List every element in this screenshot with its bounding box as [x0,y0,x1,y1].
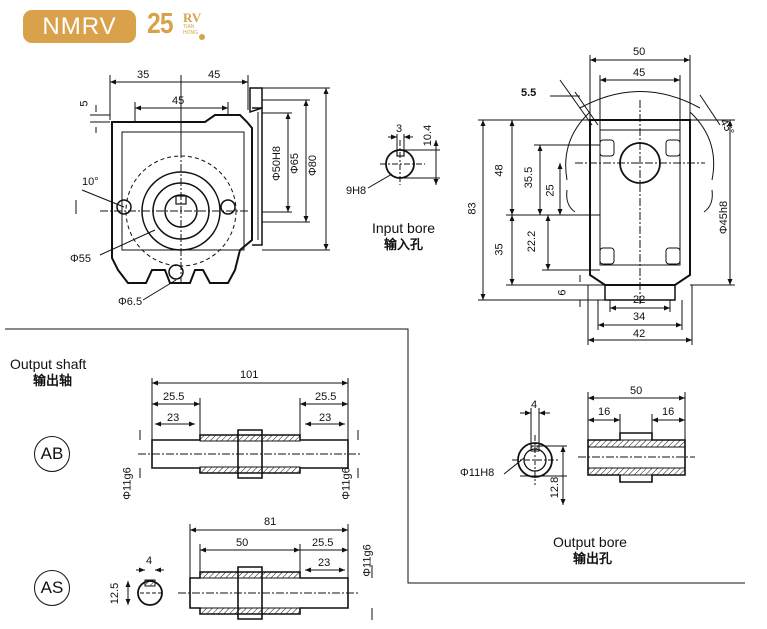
dim-label: 25.5 [163,391,185,403]
dim-label: 34 [633,311,646,323]
output-shaft-title-cn: 输出轴 [33,373,73,388]
output-shaft-ab-drawing [138,378,360,479]
dim-label: 25.5 [312,537,334,549]
input-bore-drawing [367,134,440,189]
dim-label: 45 [172,95,185,107]
dim-label: 12.8 [549,476,562,499]
dim-label: 23 [167,412,180,424]
dim-label: 83 [466,202,479,215]
logo-suffix: RV [183,10,202,25]
dim-label: Φ6.5 [118,296,143,308]
dim-label: 23 [319,412,332,424]
shaft-type-ab-label: AB [34,436,70,472]
dim-label: Φ11H8 [460,467,495,479]
dim-label: 45 [208,69,221,81]
dim-label: 22 [633,294,646,306]
dim-label: 5.5 [521,87,537,99]
dim-label: 50 [630,385,643,397]
dim-label: 101 [240,369,259,381]
output-bore-caption: Output bore [553,534,627,550]
dim-label: Φ80 [307,154,320,177]
input-bore-caption: Input bore [372,220,436,236]
dim-label: 5 [78,100,91,107]
dim-label: 10.4 [422,124,435,147]
dim-label: Φ11g6 [121,467,134,500]
dim-label: 48 [493,164,506,177]
logo-number: 25 [147,8,174,40]
dim-label: 35 [493,243,506,256]
dim-label: 9H8 [346,185,367,197]
dim-label: 50 [236,537,249,549]
dim-label: 22.2 [526,230,539,253]
input-bore-caption-cn: 输入孔 [384,237,424,252]
dim-label: 12.5 [109,582,122,605]
dim-label: 25.5 [315,391,337,403]
dim-label: 4 [531,399,538,411]
output-shaft-as-drawing [125,524,373,620]
dim-label: 3 [396,123,403,135]
output-shaft-title: Output shaft [10,356,87,372]
dim-label: 16 [662,406,675,418]
dim-label: Φ50H8 [271,145,284,182]
dim-label: Φ45h8 [718,200,731,235]
dim-label: 50 [633,46,646,58]
product-badge: NMRV [23,10,136,43]
dim-label: 10° [82,176,99,188]
dim-label: 81 [264,516,277,528]
dim-label: Φ11g6 [340,467,353,500]
dim-label: 16 [598,406,611,418]
logo-dot [199,34,205,40]
side-view-drawing [478,55,735,345]
dim-label: 35.5 [523,166,536,189]
dim-label: Φ11g6 [361,544,374,577]
dim-label: Φ55 [70,253,92,265]
output-bore-caption-cn: 输出孔 [573,551,613,566]
dim-label: 35 [137,69,150,81]
shaft-type-as-label: AS [34,570,70,606]
dim-label: 6 [556,289,569,296]
dim-label: Φ65 [289,152,302,175]
output-bore-drawing [503,392,695,505]
dim-label: 42 [633,328,646,340]
dim-label: 23 [318,557,331,569]
dim-label: 4 [146,555,153,567]
dim-label: 45 [633,67,646,79]
front-view-drawing [75,75,330,301]
dim-label: 25 [544,184,557,197]
